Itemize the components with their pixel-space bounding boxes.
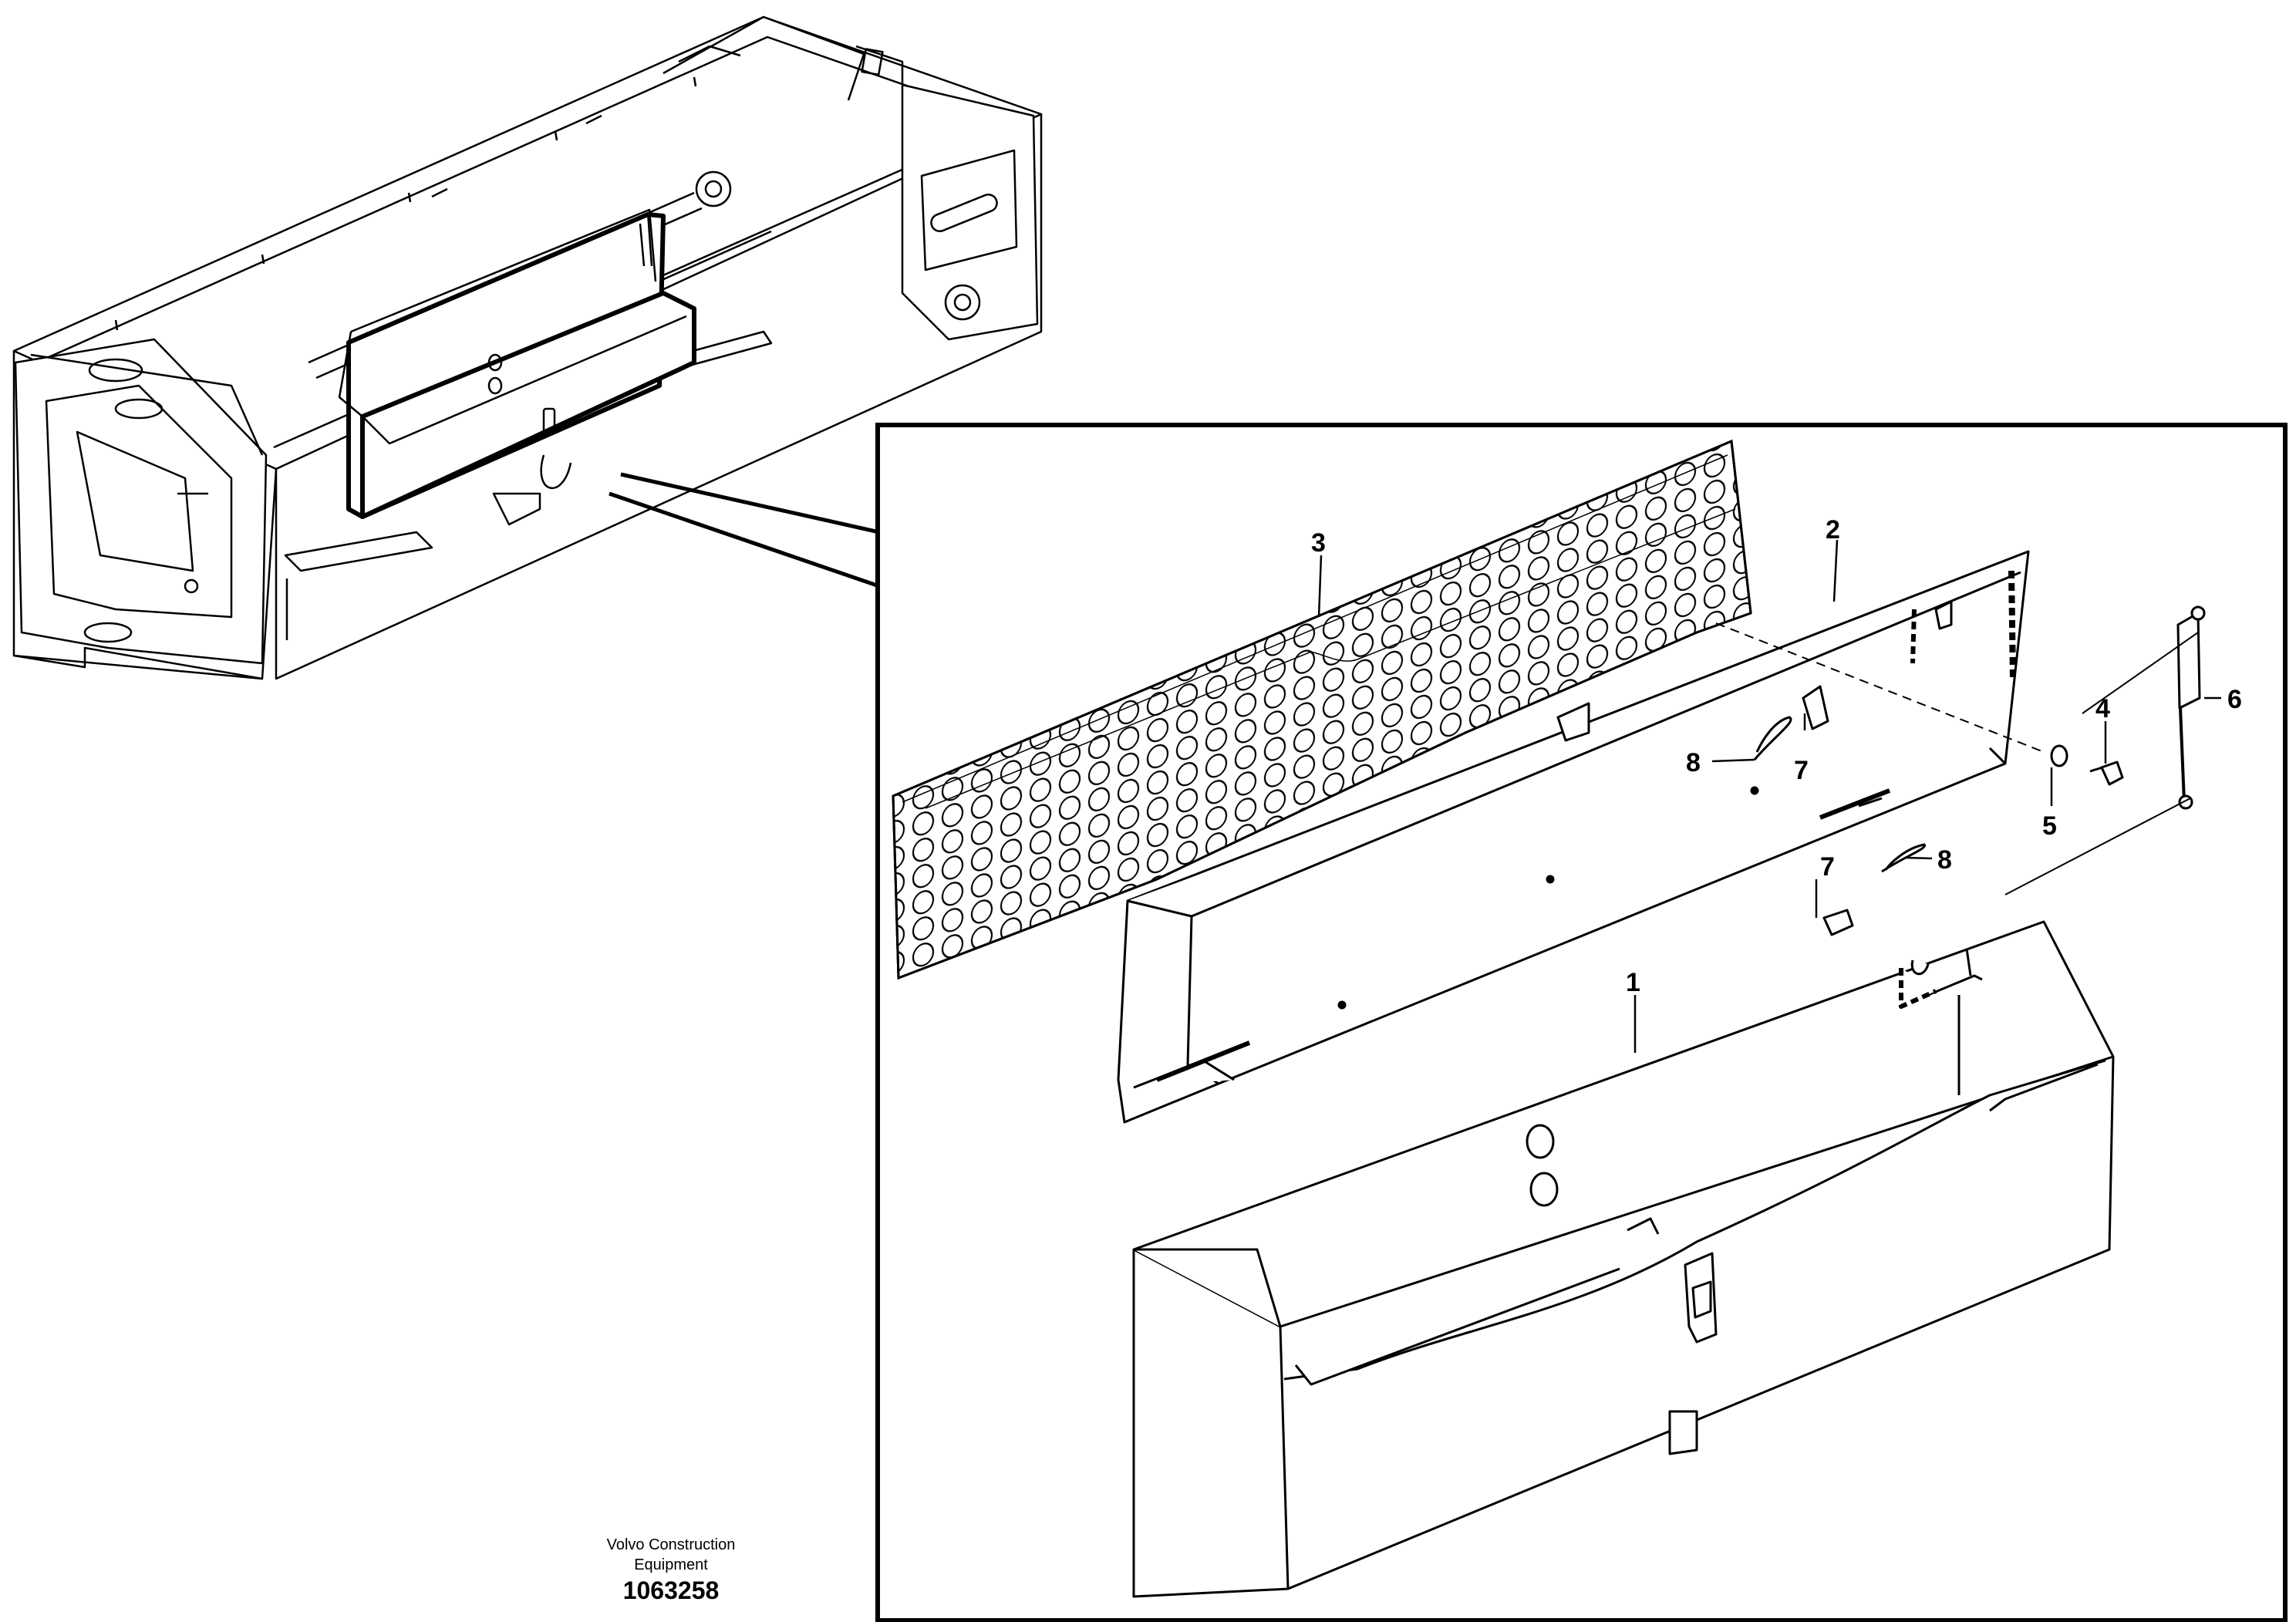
callout-7-upper: 7 xyxy=(1794,756,1809,785)
callout-4: 4 xyxy=(2095,694,2110,723)
callout-1: 1 xyxy=(1626,968,1640,997)
machine-frame-overview xyxy=(12,15,1043,680)
manufacturer-line-2: Equipment xyxy=(634,1556,708,1573)
callout-2: 2 xyxy=(1826,515,1840,545)
callout-8-upper: 8 xyxy=(1686,748,1701,777)
leader-lines xyxy=(1317,539,2221,1053)
manufacturer-credit: Volvo Construction Equipment xyxy=(540,1535,802,1575)
callout-8-lower: 8 xyxy=(1937,845,1952,875)
detail-view-border xyxy=(875,423,2288,1622)
small-parts xyxy=(1715,605,2206,936)
callout-6: 6 xyxy=(2227,685,2242,714)
callout-5: 5 xyxy=(2042,811,2057,841)
callout-7-lower: 7 xyxy=(1820,852,1835,882)
perforated-plate-part-3 xyxy=(892,439,1752,980)
box-body-part-1 xyxy=(1132,920,2115,1598)
manufacturer-line-1: Volvo Construction xyxy=(606,1536,736,1553)
callout-3: 3 xyxy=(1311,528,1326,558)
illustration-number: 1063258 xyxy=(622,1576,720,1604)
lid-part-2 xyxy=(1117,550,2030,1124)
